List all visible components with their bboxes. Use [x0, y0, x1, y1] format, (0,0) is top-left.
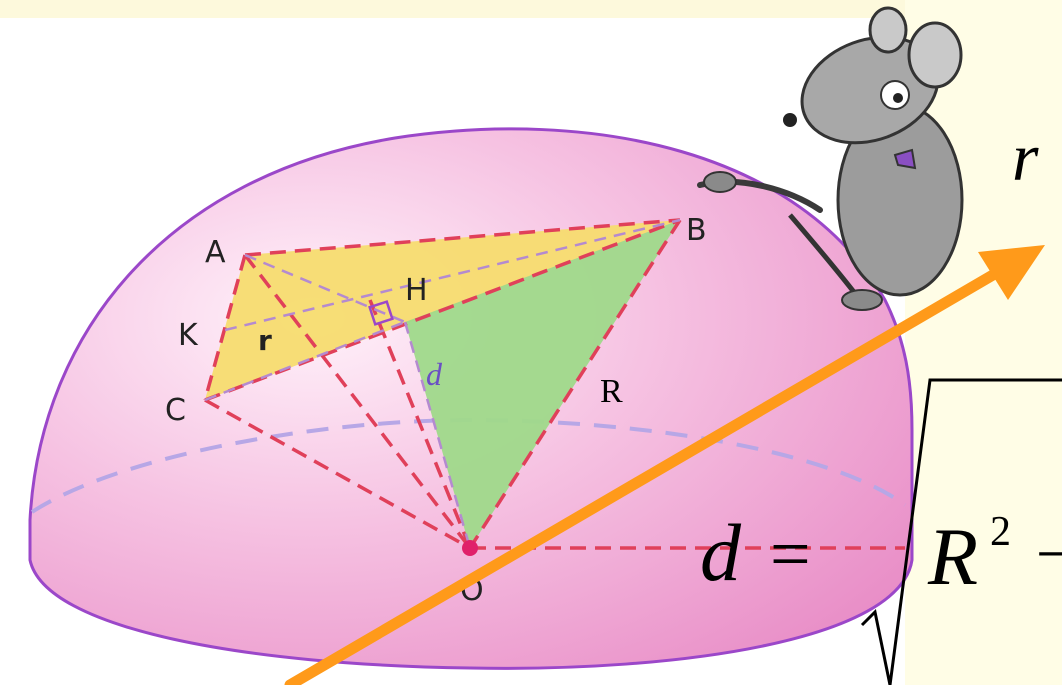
right-panel [905, 0, 1062, 685]
formula-exponent: 2 [990, 509, 1011, 555]
top-right-r: r [1012, 119, 1039, 195]
label-r-small: r [258, 324, 272, 357]
mouse-character-icon [697, 6, 964, 311]
label-c: C [165, 393, 186, 428]
radical-sign [860, 378, 1062, 685]
dashed-inner-lines [204, 218, 681, 549]
label-R: R [600, 373, 623, 410]
label-a: A [205, 235, 226, 270]
point-o [462, 540, 478, 556]
orange-arrow [284, 245, 1045, 685]
label-h: H [405, 273, 428, 308]
right-angle-marker [368, 300, 394, 326]
formula-lhs-d: d [700, 507, 742, 598]
formula: d = R 2 − [700, 378, 1062, 685]
formula-minus: − [1036, 518, 1062, 589]
formula-equals: = [770, 514, 811, 594]
label-d: d [426, 356, 443, 392]
formula-R: R [927, 511, 978, 602]
green-triangle-ohb [405, 220, 680, 548]
label-b: B [686, 213, 707, 248]
label-k: K [178, 318, 199, 353]
top-band [0, 0, 1062, 18]
